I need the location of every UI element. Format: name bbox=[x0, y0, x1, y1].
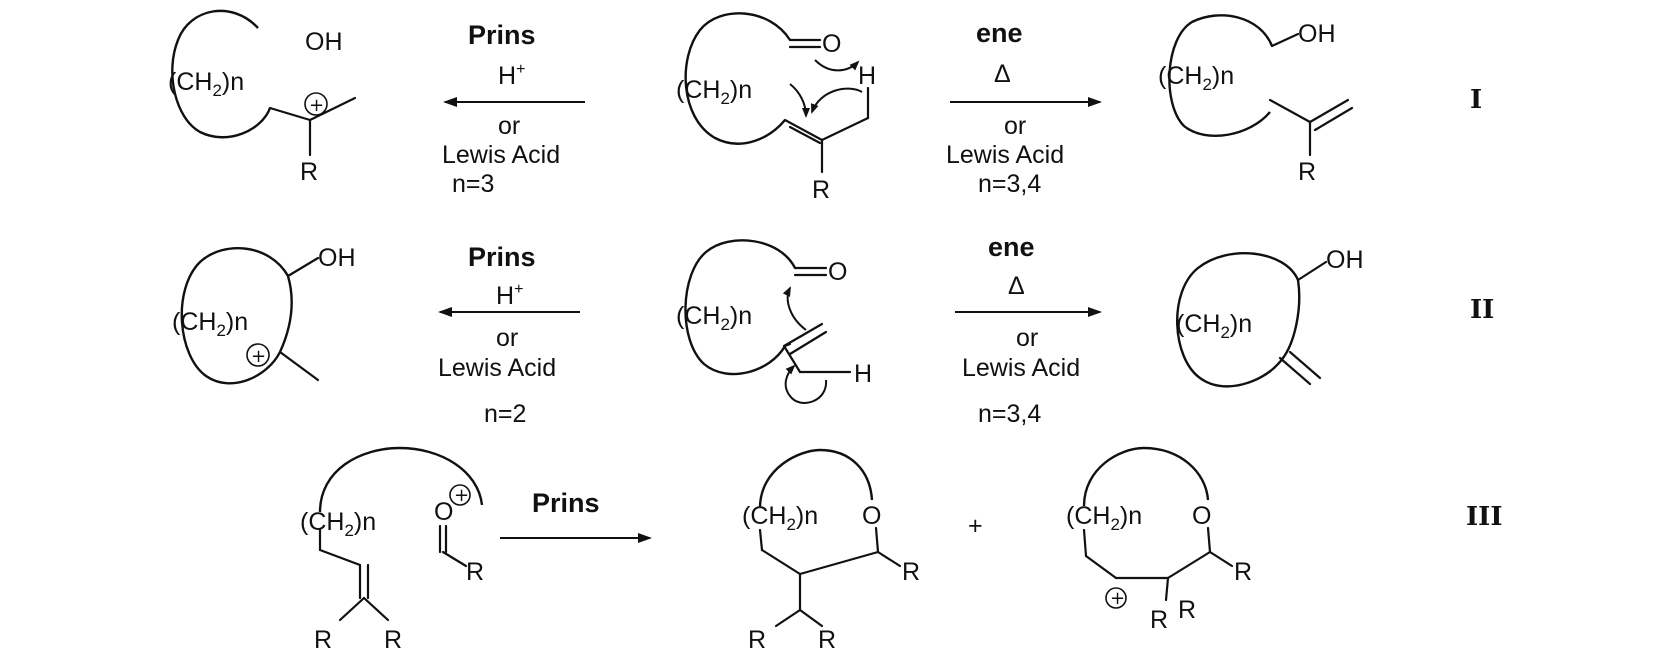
ch2n-label: (CH2)n bbox=[742, 502, 818, 534]
r-label: R bbox=[748, 626, 766, 654]
cation-plus: + bbox=[1110, 588, 1125, 609]
r-label: R bbox=[812, 176, 830, 204]
oh-label: OH bbox=[1326, 246, 1364, 274]
o-label: O bbox=[822, 30, 841, 58]
r-label: R bbox=[300, 158, 318, 186]
r-label: R bbox=[1234, 558, 1252, 586]
row-I-ene-product: OH R (CH2)n bbox=[1158, 14, 1354, 186]
row-I-prins-product: + (CH2)n OH R bbox=[168, 9, 357, 186]
row-III-label: III bbox=[1466, 502, 1503, 532]
or-label: or bbox=[1004, 112, 1026, 140]
plus-between: + bbox=[968, 512, 983, 540]
cation-plus: + bbox=[251, 346, 266, 367]
heat-symbol: Δ bbox=[1008, 272, 1025, 300]
ch2n-label: (CH2)n bbox=[168, 68, 244, 100]
r-label: R bbox=[384, 626, 402, 654]
cation-charge-icon bbox=[246, 343, 270, 367]
h-label: H bbox=[858, 62, 876, 90]
o-label: O bbox=[1192, 502, 1211, 530]
row-I-substrate: O H R (CH2)n bbox=[676, 12, 876, 204]
row-III-substrate: R R O + R (CH2)n bbox=[300, 446, 484, 654]
cation-charge-icon bbox=[304, 92, 328, 116]
r-label: R bbox=[314, 626, 332, 654]
ch2n-label: (CH2)n bbox=[172, 308, 248, 340]
row-II-prins-product: OH + (CH2)n bbox=[172, 244, 356, 385]
or-label: or bbox=[498, 112, 520, 140]
row-I-label: I bbox=[1470, 85, 1482, 115]
row-II-prins-arrow: Prins H+ or Lewis Acid n=2 bbox=[438, 242, 580, 428]
condition-label: n=3,4 bbox=[978, 170, 1041, 198]
or-label: or bbox=[496, 324, 518, 352]
row-III-product-1: O R R R (CH2)n bbox=[742, 448, 920, 654]
acid-label: H+ bbox=[498, 61, 525, 90]
o-label: O bbox=[434, 498, 453, 526]
row-II-ene-arrow: ene Δ or Lewis Acid n=3,4 bbox=[955, 232, 1102, 428]
row-II-label: II bbox=[1470, 295, 1494, 325]
row-II: OH + (CH2)n Prins H+ or Lewis Acid n=2 O bbox=[172, 232, 1494, 428]
prins-title: Prins bbox=[468, 242, 536, 272]
prins-title: Prins bbox=[468, 20, 536, 50]
row-II-ene-product: OH (CH2)n bbox=[1176, 246, 1364, 388]
r-label: R bbox=[818, 626, 836, 654]
lewis-acid-label: Lewis Acid bbox=[962, 354, 1080, 382]
r-label: R bbox=[466, 558, 484, 586]
row-I-prins-arrow: Prins H+ or Lewis Acid n=3 bbox=[442, 20, 585, 198]
ch2n-label: (CH2)n bbox=[300, 508, 376, 540]
lewis-acid-label: Lewis Acid bbox=[438, 354, 556, 382]
oh-label: OH bbox=[1298, 20, 1336, 48]
o-label: O bbox=[828, 258, 847, 286]
oh-label: OH bbox=[318, 244, 356, 272]
row-III-product-2: O R + R R (CH2)n bbox=[1066, 446, 1252, 634]
oxonium-charge-icon bbox=[449, 484, 471, 506]
heat-symbol: Δ bbox=[994, 60, 1011, 88]
cation-charge-icon bbox=[1105, 587, 1127, 609]
oxonium-plus: + bbox=[454, 485, 469, 506]
ch2n-label: (CH2)n bbox=[676, 302, 752, 334]
or-label: or bbox=[1016, 324, 1038, 352]
r-label: R bbox=[902, 558, 920, 586]
condition-label: n=3 bbox=[452, 170, 494, 198]
acid-label: H+ bbox=[496, 281, 523, 310]
lewis-acid-label: Lewis Acid bbox=[442, 141, 560, 169]
ene-title: ene bbox=[988, 232, 1035, 262]
cation-plus: + bbox=[309, 95, 324, 116]
row-III-prins-arrow: Prins bbox=[500, 488, 652, 543]
row-I-ene-arrow: ene Δ or Lewis Acid n=3,4 bbox=[946, 18, 1102, 198]
o-label: O bbox=[862, 502, 881, 530]
r-label: R bbox=[1178, 596, 1196, 624]
oh-label: OH bbox=[305, 28, 343, 56]
condition-label: n=3,4 bbox=[978, 400, 1041, 428]
h-label: H bbox=[854, 360, 872, 388]
ch2n-label: (CH2)n bbox=[1066, 502, 1142, 534]
ch2n-label: (CH2)n bbox=[1176, 310, 1252, 342]
ch2n-label: (CH2)n bbox=[1158, 62, 1234, 94]
r-label: R bbox=[1150, 606, 1168, 634]
row-III: R R O + R (CH2)n Prins O R bbox=[300, 446, 1503, 654]
ch2n-label: (CH2)n bbox=[676, 76, 752, 108]
r-label: R bbox=[1298, 158, 1316, 186]
ene-title: ene bbox=[976, 18, 1023, 48]
condition-label: n=2 bbox=[484, 400, 526, 428]
row-I: + (CH2)n OH R Prins H+ or Lewis Acid n=3… bbox=[168, 9, 1482, 204]
lewis-acid-label: Lewis Acid bbox=[946, 141, 1064, 169]
prins-title: Prins bbox=[532, 488, 600, 518]
row-II-substrate: O H (CH2)n bbox=[676, 239, 872, 404]
